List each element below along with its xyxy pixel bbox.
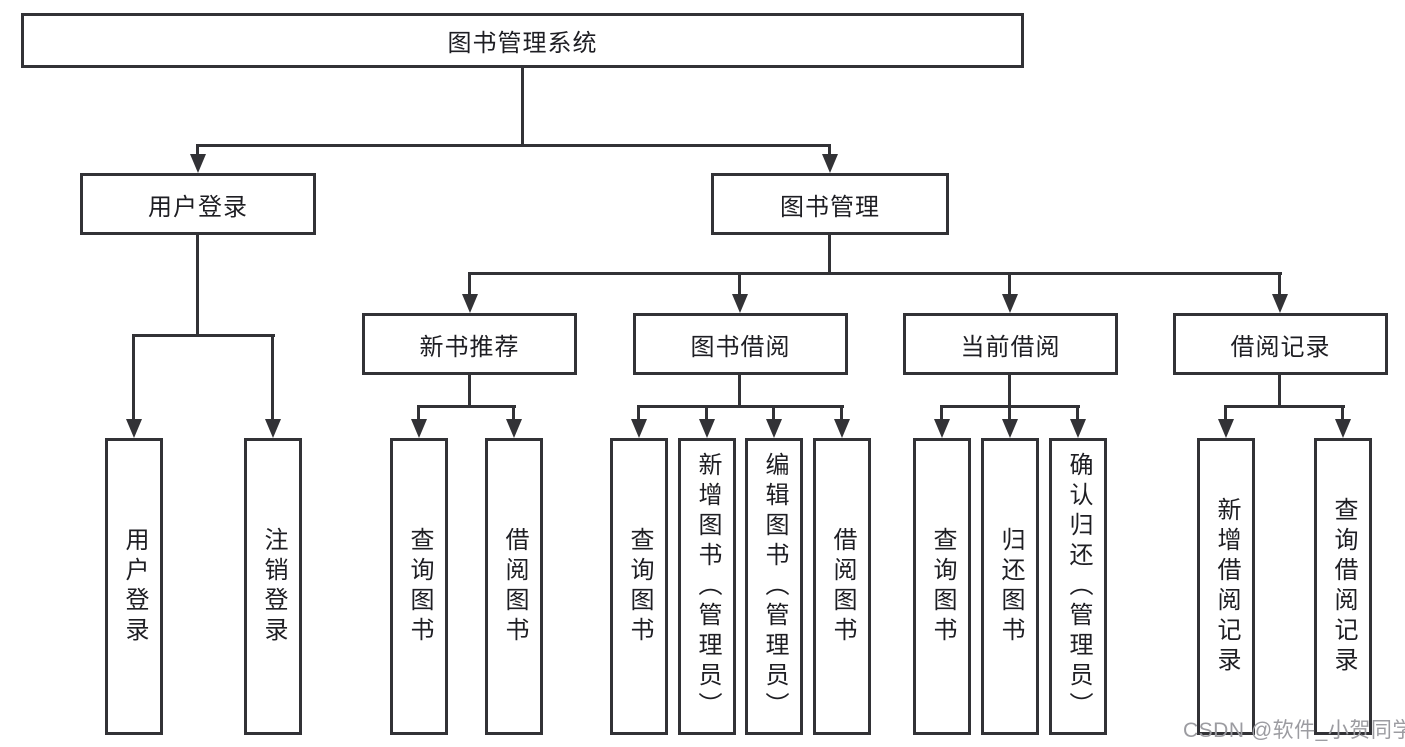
arrow-down-icon: [631, 419, 647, 438]
connector-book-mgmt-stem: [828, 235, 831, 274]
connector-book-mgmt-drop: [828, 144, 831, 161]
connector-user-login-stem: [196, 235, 199, 336]
connector-book-mgmt-split: [468, 272, 1282, 275]
connector-leaf-drop: [772, 405, 775, 426]
node-current-borrow: 当前借阅: [903, 313, 1118, 375]
arrow-down-icon: [1002, 294, 1018, 313]
connector-level2-drop: [738, 272, 741, 301]
node-book-borrow-label: 图书借阅: [690, 333, 791, 361]
connector-root-split: [196, 144, 831, 147]
node-new-book-recommend: 新书推荐: [362, 313, 577, 375]
node-root-label: 图书管理系统: [447, 30, 598, 57]
node-borrow-record: 借阅记录: [1173, 313, 1388, 375]
connector-leaf-drop: [1008, 405, 1011, 426]
node-leaf-query-borrow-record: 查询借阅记录: [1314, 438, 1372, 735]
connector-l2-split: [1224, 405, 1345, 408]
node-leaf-add-borrow-record: 新增借阅记录: [1197, 438, 1255, 735]
node-leaf-query-books-3: 查询图书: [913, 438, 971, 735]
connector-l2-stem: [1008, 375, 1011, 407]
leaf-label: 查询图书: [406, 526, 433, 647]
arrow-down-icon: [821, 154, 838, 173]
node-leaf-user-login: 用户登录: [105, 438, 163, 735]
csdn-watermark: CSDN @软件_小贺同学: [1183, 719, 1405, 742]
node-book-borrow: 图书借阅: [633, 313, 848, 375]
connector-l2-split: [417, 405, 516, 408]
connector-leaf-drop: [512, 405, 515, 426]
arrow-down-icon: [766, 419, 782, 438]
leaf-label: 查询借阅记录: [1330, 496, 1357, 677]
connector-l2-split: [637, 405, 844, 408]
leaf-label: 查询图书: [929, 526, 956, 647]
node-borrow-record-label: 借阅记录: [1230, 333, 1331, 361]
leaf-label: 归还图书: [997, 526, 1024, 647]
node-leaf-return-books: 归还图书: [981, 438, 1039, 735]
arrow-down-icon: [834, 419, 850, 438]
connector-leaf-drop: [417, 405, 420, 426]
arrow-down-icon: [1002, 419, 1018, 438]
node-user-login: 用户登录: [80, 173, 316, 235]
arrow-down-icon: [1335, 419, 1351, 438]
node-root-system: 图书管理系统: [21, 13, 1024, 68]
arrow-down-icon: [462, 294, 478, 313]
arrow-down-icon: [699, 419, 715, 438]
connector-leaf-drop: [705, 405, 708, 426]
node-leaf-query-books-1: 查询图书: [390, 438, 448, 735]
arrow-down-icon: [732, 294, 748, 313]
connector-leaf-drop: [1076, 405, 1079, 426]
arrow-down-icon: [1218, 419, 1234, 438]
connector-leaf-drop: [940, 405, 943, 426]
node-current-borrow-label: 当前借阅: [960, 333, 1061, 361]
connector-l2-stem: [468, 375, 471, 407]
leaf-label: 借阅图书: [501, 526, 528, 647]
connector-root-stem: [521, 68, 524, 146]
node-leaf-borrow-books-2: 借阅图书: [813, 438, 871, 735]
arrow-down-icon: [1070, 419, 1086, 438]
leaf-label: 编辑图书（管理员）: [761, 451, 788, 722]
connector-leaf-drop: [271, 334, 274, 426]
connector-leaf-drop: [840, 405, 843, 426]
arrow-down-icon: [265, 419, 281, 438]
leaf-label: 新增图书（管理员）: [694, 451, 721, 722]
connector-level2-drop: [1278, 272, 1281, 301]
node-book-management: 图书管理: [711, 173, 949, 235]
leaf-label: 确认归还（管理员）: [1065, 451, 1092, 722]
leaf-label: 用户登录: [121, 526, 148, 647]
leaf-label: 注销登录: [260, 526, 287, 647]
connector-leaf-drop: [132, 334, 135, 426]
connector-l2-stem: [1278, 375, 1281, 407]
connector-user-login-drop: [196, 144, 199, 161]
node-leaf-logout: 注销登录: [244, 438, 302, 735]
node-user-login-label: 用户登录: [148, 193, 248, 221]
arrow-down-icon: [126, 419, 142, 438]
connector-level2-drop: [1008, 272, 1011, 301]
arrow-down-icon: [506, 419, 522, 438]
node-book-management-label: 图书管理: [780, 193, 880, 221]
arrow-down-icon: [934, 419, 950, 438]
leaf-label: 查询图书: [626, 526, 653, 647]
connector-l2-stem: [738, 375, 741, 407]
arrow-down-icon: [1272, 294, 1288, 313]
arrow-down-icon: [411, 419, 427, 438]
connector-user-login-split: [132, 334, 275, 337]
node-leaf-edit-books-admin: 编辑图书（管理员）: [745, 438, 803, 735]
node-new-book-recommend-label: 新书推荐: [419, 333, 520, 361]
leaf-label: 借阅图书: [829, 526, 856, 647]
connector-leaf-drop: [1341, 405, 1344, 426]
node-leaf-borrow-books-1: 借阅图书: [485, 438, 543, 735]
leaf-label: 新增借阅记录: [1213, 496, 1240, 677]
node-leaf-confirm-return-admin: 确认归还（管理员）: [1049, 438, 1107, 735]
connector-level2-drop: [468, 272, 471, 301]
connector-leaf-drop: [637, 405, 640, 426]
node-leaf-add-books-admin: 新增图书（管理员）: [678, 438, 736, 735]
arrow-down-icon: [189, 154, 206, 173]
node-leaf-query-books-2: 查询图书: [610, 438, 668, 735]
connector-leaf-drop: [1224, 405, 1227, 426]
